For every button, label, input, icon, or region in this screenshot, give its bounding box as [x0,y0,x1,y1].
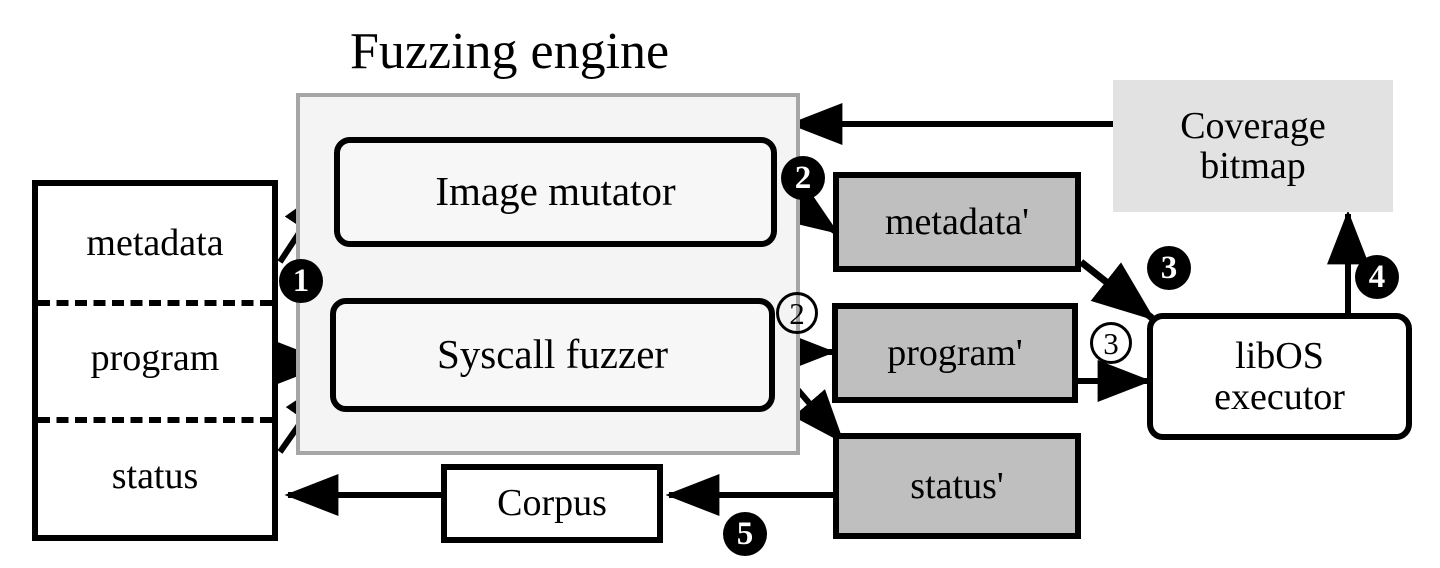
stack-cell-program[interactable]: program [90,337,220,380]
arrow-metadata-prime-to-executor [1078,259,1156,321]
input-artifact-stack: metadata program status [32,180,278,541]
libos-executor-box[interactable]: libOS executor [1147,313,1412,440]
step-badge-3: 3 [1147,246,1191,290]
step-badge-3-alt: 3 [1090,322,1132,364]
stack-cell-status[interactable]: status [111,454,199,497]
corpus-box[interactable]: Corpus [441,464,663,543]
stack-divider-2 [38,417,272,423]
status-prime-box[interactable]: status' [833,433,1081,539]
program-prime-box[interactable]: program' [832,303,1078,403]
libos-executor-line2: executor [1214,375,1345,418]
metadata-prime-box[interactable]: metadata' [833,172,1081,272]
step-badge-1: 1 [279,259,323,303]
coverage-bitmap-box[interactable]: Coverage bitmap [1113,80,1393,212]
stack-cell-metadata[interactable]: metadata [86,221,224,264]
engine-title: Fuzzing engine [350,23,670,80]
step-badge-5: 5 [723,512,767,556]
libos-executor-line1: libOS [1235,335,1324,378]
image-mutator-box[interactable]: Image mutator [334,137,777,247]
step-badge-2-alt: 2 [776,292,818,334]
coverage-bitmap-line2: bitmap [1200,145,1306,187]
step-badge-2: 2 [781,156,825,200]
stack-divider-1 [38,300,272,306]
coverage-bitmap-line1: Coverage [1180,104,1326,147]
syscall-fuzzer-box[interactable]: Syscall fuzzer [330,298,775,412]
step-badge-4: 4 [1355,255,1399,299]
